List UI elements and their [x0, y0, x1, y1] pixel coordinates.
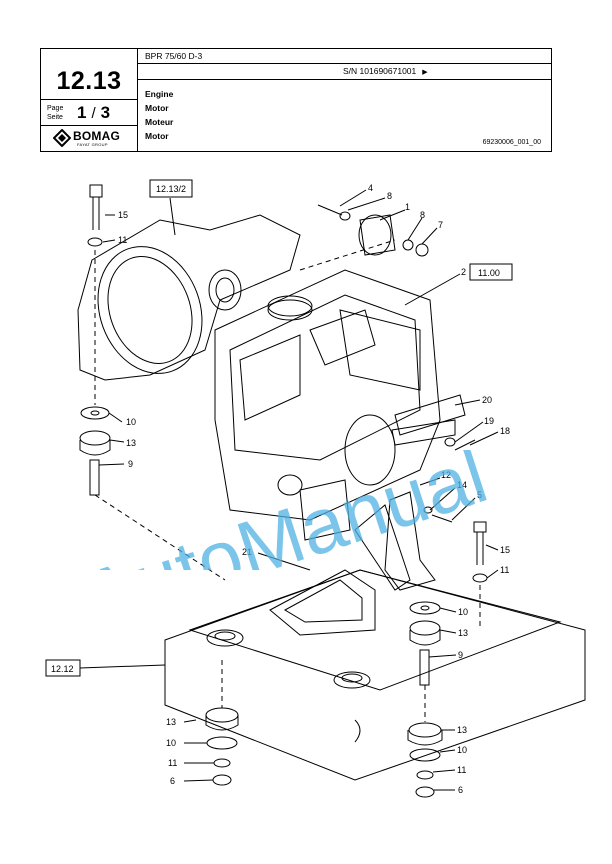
ref-box-11-00-label: 11.00	[478, 268, 500, 278]
engine-mount-arm	[354, 491, 436, 591]
mount-stack-right-top	[409, 601, 441, 686]
title-en: Engine	[145, 89, 174, 99]
serial-number: S/N 101690671001 ▶	[343, 66, 428, 76]
callout-10-right: 10	[458, 607, 468, 617]
callout-2: 2	[461, 267, 466, 277]
bolt-right	[472, 521, 488, 583]
bolt-top-left	[89, 184, 103, 230]
ref-box-12-13-2	[149, 179, 193, 198]
support-bracket	[269, 569, 376, 636]
callout-8-a: 8	[387, 191, 392, 201]
callout-14: 14	[457, 480, 467, 490]
page-number: 1/3	[77, 103, 110, 123]
callout-19: 19	[484, 416, 494, 426]
callout-1: 1	[405, 202, 410, 212]
title-fr: Moteur	[145, 117, 174, 127]
base-frame	[164, 569, 586, 781]
header-divider-vertical	[137, 49, 138, 151]
flywheel-housing	[77, 214, 301, 381]
brand-subtitle: FAYAT GROUP	[77, 142, 108, 147]
header-divider-left-1	[41, 99, 137, 100]
callout-12: 12	[441, 470, 451, 480]
header-divider-1	[137, 63, 551, 64]
callout-11-br: 11	[457, 765, 466, 775]
callout-9-left: 9	[128, 459, 133, 469]
page-separator: /	[91, 105, 96, 122]
exploded-parts-drawing: 12.13/2 11.00 12.12 15 11 4 8 1 8 7 2 10…	[45, 179, 586, 798]
callout-11-top: 11	[118, 235, 127, 245]
play-arrow-icon: ▶	[422, 69, 428, 76]
callout-8-b: 8	[420, 210, 425, 220]
callout-13-right: 13	[458, 628, 468, 638]
mount-stack-bottom-left	[205, 707, 239, 786]
title-de: Motor	[145, 103, 169, 113]
page-label-de: Seite	[47, 114, 63, 121]
reference-boxes: 12.13/2 11.00 12.12	[45, 179, 513, 677]
callout-10-br: 10	[457, 745, 467, 755]
ref-box-12-12-label: 12.12	[51, 664, 74, 674]
page-current: 1	[77, 103, 87, 122]
callout-13-br: 13	[457, 725, 467, 735]
header-divider-left-2	[41, 125, 137, 126]
callout-6-bl: 6	[170, 776, 175, 786]
callout-13-left: 13	[126, 438, 136, 448]
title-list: Engine Motor Moteur Motor	[145, 87, 173, 143]
callout-15-top: 15	[118, 210, 128, 220]
callout-9-right: 9	[458, 650, 463, 660]
callout-numbers: 15 11 4 8 1 8 7 2 10 13 9 20 19 18 12 14…	[118, 183, 510, 795]
callout-5: 5	[477, 490, 482, 500]
small-fasteners	[317, 204, 476, 523]
washer-top-left	[87, 237, 103, 247]
brand-logo: BOMAG FAYAT GROUP	[51, 129, 131, 149]
callout-4: 4	[368, 183, 373, 193]
callout-13-bl: 13	[166, 717, 176, 727]
document-reference: 69230006_001_00	[482, 139, 541, 146]
damper-top	[358, 214, 396, 256]
ref-box-11-00	[469, 263, 513, 281]
ref-box-12-13-2-label: 12.13/2	[156, 184, 186, 194]
page-label: Page Seite	[47, 104, 63, 122]
ref-box-12-12	[45, 659, 81, 677]
callout-15-right: 15	[500, 545, 510, 555]
header-block: 12.13 Page Seite 1/3 BOMAG FAYAT GROUP B…	[40, 48, 552, 152]
exhaust-manifold	[391, 394, 466, 446]
callout-10-left: 10	[126, 417, 136, 427]
brand-name: BOMAG	[73, 129, 120, 143]
engine-body	[214, 269, 441, 541]
callout-6-br: 6	[458, 785, 463, 795]
header-divider-2	[137, 79, 551, 80]
callout-10-bl: 10	[166, 738, 176, 748]
section-number: 12.13	[56, 67, 122, 95]
callout-11-bl: 11	[168, 758, 177, 768]
callout-18: 18	[500, 426, 510, 436]
page-label-en: Page	[47, 105, 64, 112]
mount-stack-left	[79, 406, 111, 496]
serial-text: S/N 101690671001	[343, 66, 417, 76]
bomag-diamond-icon	[53, 129, 71, 147]
callout-7: 7	[438, 220, 443, 230]
callout-21: 21	[242, 547, 252, 557]
title-nl: Motor	[145, 131, 169, 141]
dashed-guides	[94, 239, 481, 722]
model-name: BPR 75/60 D-3	[145, 51, 203, 61]
callout-leaders	[79, 189, 499, 791]
callout-20: 20	[482, 395, 492, 405]
page-total: 3	[100, 103, 111, 122]
callout-11-right: 11	[500, 565, 509, 575]
